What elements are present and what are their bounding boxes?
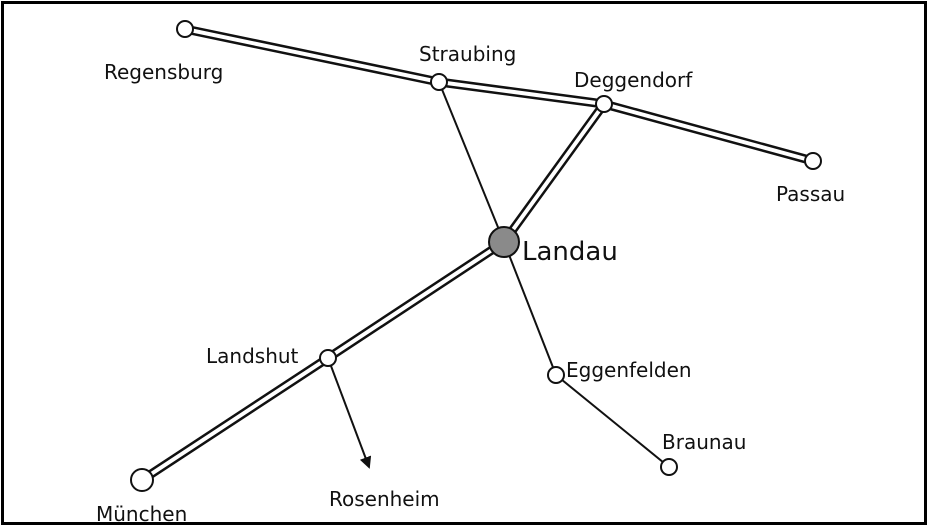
node-braunau <box>660 458 678 476</box>
route-eggenfelden-braunau <box>555 374 670 468</box>
city-nodes <box>130 20 822 492</box>
node-straubing <box>430 73 448 91</box>
route-landshut-rosenheim-arrow <box>327 357 372 469</box>
node-deggendorf <box>595 95 613 113</box>
route-deggendorf-landau <box>499 99 609 247</box>
label-regensburg: Regensburg <box>104 60 223 84</box>
node-regensburg <box>176 20 194 38</box>
label-passau: Passau <box>776 182 845 206</box>
label-braunau: Braunau <box>662 430 746 454</box>
label-landau: Landau <box>522 237 618 267</box>
route-regensburg-straubing <box>180 24 444 87</box>
route-landshut-muenchen <box>137 353 333 485</box>
label-eggenfelden: Eggenfelden <box>566 358 692 382</box>
route-deggendorf-passau <box>599 99 818 166</box>
double-line-routes <box>137 24 818 485</box>
node-landshut <box>319 349 337 367</box>
route-straubing-deggendorf <box>434 77 609 109</box>
label-landshut: Landshut <box>206 344 299 368</box>
route-landau-landshut <box>323 237 509 363</box>
node-eggenfelden <box>547 366 565 384</box>
route-landau-eggenfelden <box>503 241 557 376</box>
node-landau-hub <box>488 226 520 258</box>
label-rosenheim: Rosenheim <box>329 487 440 511</box>
node-muenchen <box>130 468 154 492</box>
single-line-routes <box>327 81 670 469</box>
label-straubing: Straubing <box>419 42 516 66</box>
label-muenchen: München <box>96 502 187 526</box>
route-straubing-landau <box>438 81 505 243</box>
city-labels: Regensburg Straubing Deggendorf Passau L… <box>96 42 845 526</box>
node-passau <box>804 152 822 170</box>
label-deggendorf: Deggendorf <box>574 68 693 92</box>
